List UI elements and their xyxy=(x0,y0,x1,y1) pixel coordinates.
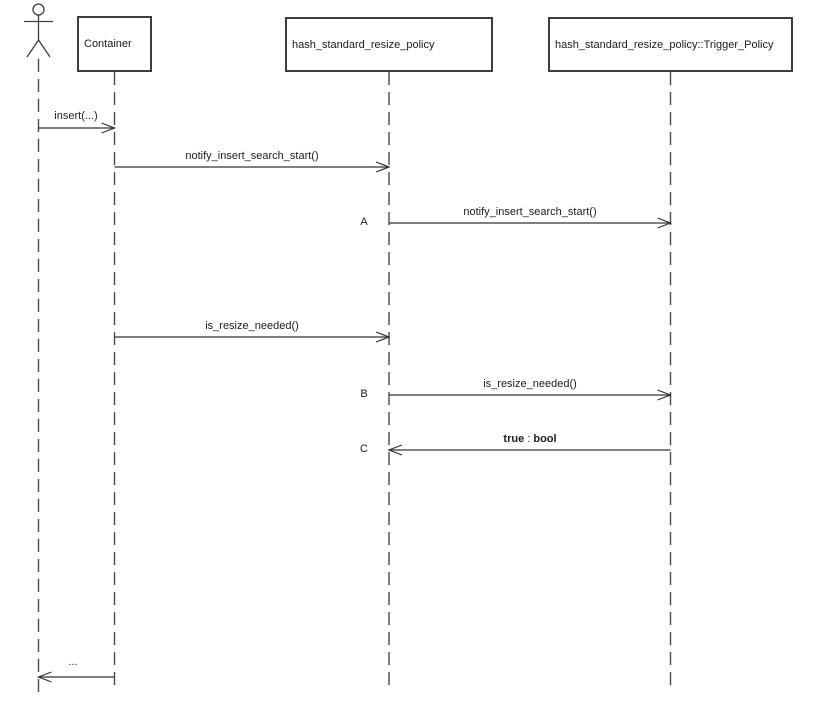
return-value: true xyxy=(503,433,525,445)
message-label-return-ellipsis: ... xyxy=(68,656,78,668)
message-label-notify-insert-search-start-2: notify_insert_search_start() xyxy=(463,206,597,218)
participant-box-hash-standard-resize-policy: hash_standard_resize_policy xyxy=(285,17,493,72)
marker-a: A xyxy=(360,216,368,228)
arrow-return-ellipsis xyxy=(36,671,115,683)
arrow-is-resize-needed-1 xyxy=(114,331,391,343)
return-separator: : xyxy=(524,433,534,445)
participant-label: hash_standard_resize_policy xyxy=(292,38,435,51)
arrow-notify-insert-search-start-1 xyxy=(114,161,391,173)
participant-label: Container xyxy=(84,38,132,50)
marker-b: B xyxy=(360,388,368,400)
participant-label: hash_standard_resize_policy::Trigger_Pol… xyxy=(555,38,774,51)
message-label-notify-insert-search-start-1: notify_insert_search_start() xyxy=(185,150,319,162)
arrow-is-resize-needed-2 xyxy=(389,389,673,401)
message-label-is-resize-needed-2: is_resize_needed() xyxy=(483,378,577,390)
actor-icon xyxy=(24,3,53,58)
message-label-insert: insert(...) xyxy=(54,110,98,122)
message-label-is-resize-needed-1: is_resize_needed() xyxy=(205,320,299,332)
return-type: bool xyxy=(533,433,557,445)
participant-box-container: Container xyxy=(77,16,152,72)
arrow-insert xyxy=(38,122,117,134)
marker-c: C xyxy=(360,443,368,455)
participant-box-trigger-policy: hash_standard_resize_policy::Trigger_Pol… xyxy=(548,17,793,72)
arrow-return-true-bool xyxy=(387,444,671,456)
arrow-notify-insert-search-start-2 xyxy=(389,217,673,229)
message-label-return-true-bool: true : bool xyxy=(503,433,556,446)
